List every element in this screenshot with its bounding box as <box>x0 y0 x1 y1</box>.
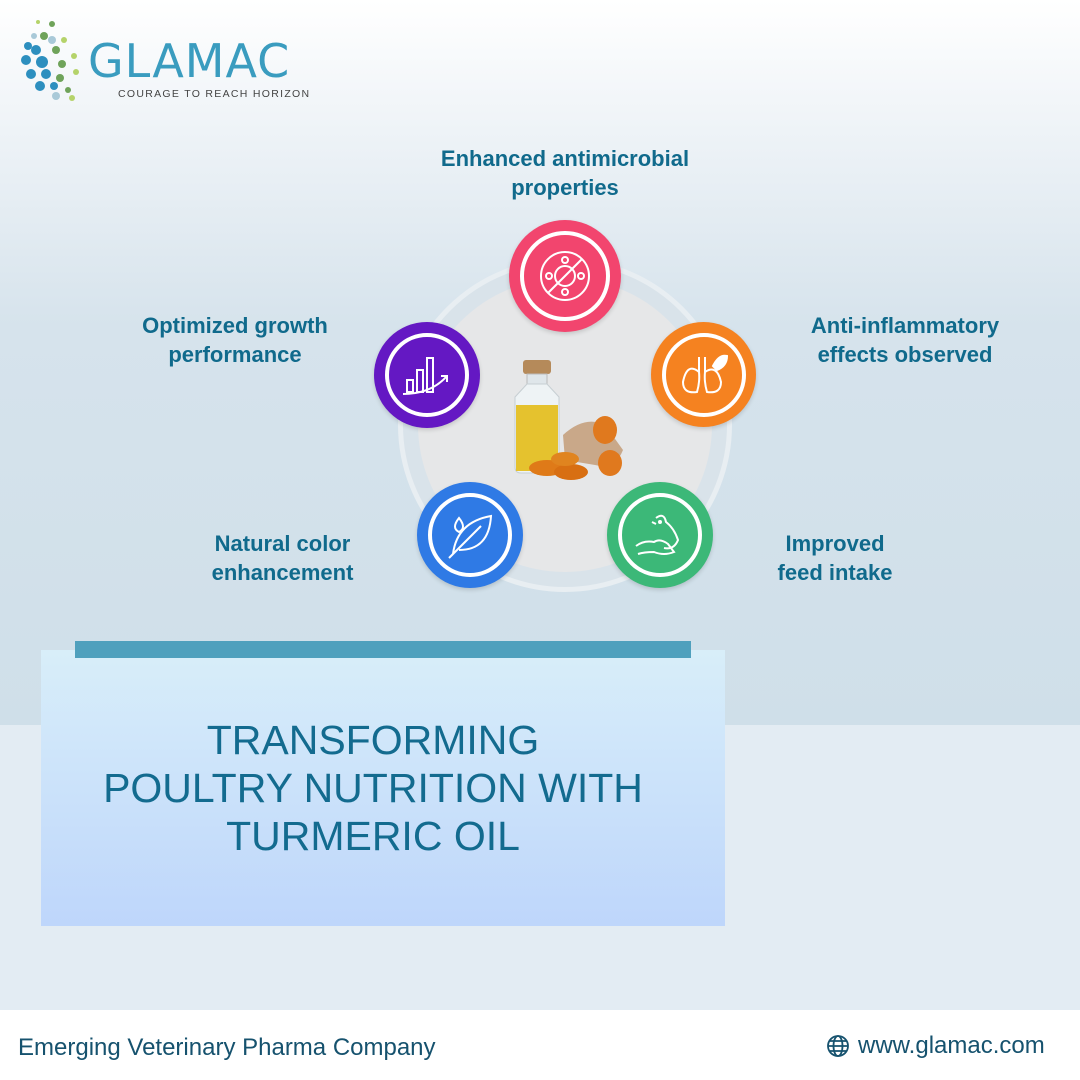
brand-name: GLAMAC <box>88 34 291 88</box>
lungs-leaf-icon <box>681 354 728 393</box>
feed-intake-badge <box>607 482 713 588</box>
company-description: Emerging Veterinary Pharma Company <box>18 1034 436 1061</box>
brand-tagline: COURAGE TO REACH HORIZON <box>118 88 311 100</box>
growth-chart-icon <box>402 356 448 395</box>
title-accent-bar <box>75 641 691 658</box>
glamac-logo: GLAMAC COURAGE TO REACH HORIZON <box>16 16 309 116</box>
footer <box>0 1010 1080 1080</box>
dot-globe-icon <box>21 20 79 101</box>
turmeric-oil-illustration <box>514 360 623 480</box>
benefit-label-antimicrobial: Enhanced antimicrobial properties <box>440 146 690 200</box>
globe-icon <box>827 1035 849 1057</box>
antimicrobial-badge <box>509 220 621 332</box>
color-enhancement-badge <box>417 482 523 588</box>
benefit-label-growth: Optimized growth performance <box>142 313 328 367</box>
benefit-label-feed-intake: Improved feed intake <box>777 531 893 585</box>
chicken-hand-icon <box>635 514 680 555</box>
website-url[interactable]: www.glamac.com <box>858 1032 1045 1059</box>
anti-inflammatory-badge <box>651 322 756 427</box>
title-box <box>41 650 725 926</box>
antivirus-icon <box>540 251 590 301</box>
page-title: TRANSFORMING POULTRY NUTRITION WITH TURM… <box>41 716 725 860</box>
leaf-drop-icon <box>448 514 493 559</box>
title-line-1: TRANSFORMING <box>206 717 540 763</box>
title-line-2: POULTRY NUTRITION WITH <box>103 765 643 811</box>
benefit-label-anti-inflammatory: Anti-inflammatory effects observed <box>810 313 1000 367</box>
benefit-label-color: Natural color enhancement <box>211 531 354 585</box>
growth-badge <box>374 322 480 428</box>
title-line-3: TURMERIC OIL <box>226 813 520 859</box>
website-link[interactable]: www.glamac.com <box>826 1032 1045 1060</box>
